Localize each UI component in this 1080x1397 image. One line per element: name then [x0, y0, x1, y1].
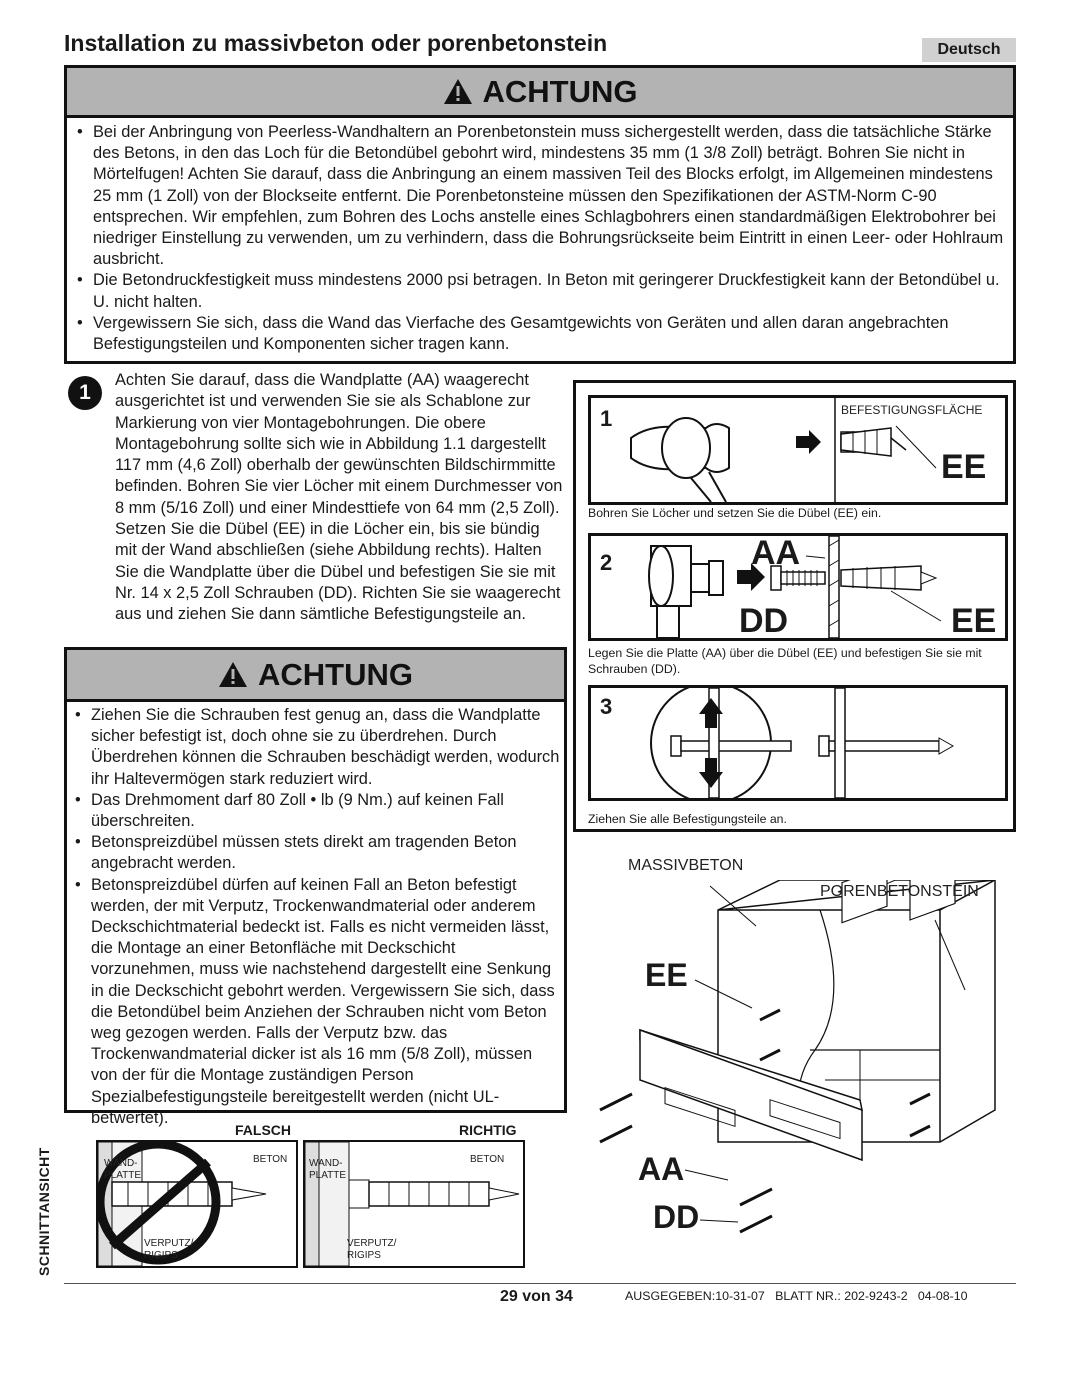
- warning-box-top: ACHTUNG Bei der Anbringung von Peerless-…: [64, 65, 1016, 364]
- warning-box-low: ACHTUNG Ziehen Sie die Schrauben fest ge…: [64, 647, 567, 1127]
- concrete-block-label: PORENBETONSTEIN: [820, 883, 979, 900]
- list-item: Betonspreizdübel müssen stets direkt am …: [69, 832, 562, 874]
- section-view-label: SCHNITTANSICHT: [36, 1147, 52, 1276]
- issue-info: AUSGEGEBEN:10-31-07 BLATT NR.: 202-9243-…: [625, 1289, 968, 1303]
- tighten-bolt-icon: [650, 688, 955, 798]
- anchor-ee-label: EE: [645, 957, 688, 993]
- list-item: Das Drehmoment darf 80 Zoll • lb (9 Nm.)…: [69, 790, 562, 832]
- socket-wrench-icon: [648, 536, 942, 638]
- screw-dd-label: DD: [653, 1199, 700, 1235]
- figure-1: 1 BEFESTIGUNGSFLÄCHE EE: [588, 395, 1008, 505]
- figure-2-caption: Legen Sie die Platte (AA) über die Dübel…: [588, 646, 982, 676]
- warning-heading-top: ACHTUNG: [482, 73, 638, 109]
- figure-3-caption: Ziehen Sie alle Befestigungsteile an.: [588, 812, 787, 826]
- figure-number: 1: [600, 406, 613, 431]
- right-label: RICHTIG: [459, 1122, 517, 1138]
- figure-number: 2: [600, 550, 613, 575]
- plaster-label: VERPUTZ/ RIGIPS: [144, 1238, 194, 1261]
- footer-divider: [64, 1283, 1016, 1284]
- step-number: 1: [68, 376, 102, 410]
- warning-heading-low: ACHTUNG: [258, 656, 413, 692]
- concrete-label: BETON: [470, 1154, 505, 1165]
- wrong-section-drawing: [98, 1142, 267, 1266]
- list-item: Betonspreizdübel dürfen auf keinen Fall …: [69, 875, 562, 1129]
- page-number: 29 von 34: [500, 1288, 573, 1305]
- isometric-wall-drawing: [599, 880, 996, 1234]
- anchor-ee-label: EE: [941, 448, 987, 486]
- figure-1-caption: Bohren Sie Löcher und setzen Sie die Düb…: [588, 506, 882, 520]
- warning-triangle-icon: [219, 662, 247, 687]
- hammer-drill-icon: [630, 398, 937, 502]
- list-item: Die Betondruckfestigkeit muss mindestens…: [71, 270, 1009, 312]
- mounting-surface-label: BEFESTIGUNGSFLÄCHE: [841, 403, 983, 417]
- concrete-label: BETON: [253, 1154, 288, 1165]
- figure-2: 2: [588, 533, 1008, 641]
- list-item: Vergewissern Sie sich, dass die Wand das…: [71, 313, 1009, 355]
- language-tab: Deutsch: [922, 38, 1016, 62]
- right-section-panel: WAND-PLATTE BETON VERPUTZ/ RIGIPS: [303, 1140, 525, 1268]
- list-item: Bei der Anbringung von Peerless-Wandhalt…: [71, 122, 1009, 270]
- step-instructions: Achten Sie darauf, dass die Wandplatte (…: [115, 371, 563, 624]
- wall-plate-aa-label: AA: [751, 534, 801, 572]
- warning-list-top: Bei der Anbringung von Peerless-Wandhalt…: [67, 118, 1013, 355]
- warning-triangle-icon: [443, 79, 472, 104]
- plaster-label: VERPUTZ/ RIGIPS: [347, 1238, 397, 1261]
- right-section-drawing: [305, 1142, 520, 1266]
- screw-dd-label: DD: [739, 602, 789, 640]
- anchor-ee-label: EE: [951, 602, 997, 640]
- figure-panel: 1 BEFESTIGUNGSFLÄCHE EE Bohren Sie Löche…: [573, 380, 1016, 832]
- wall-plate-aa-label: AA: [638, 1151, 685, 1187]
- list-item: Ziehen Sie die Schrauben fest genug an, …: [69, 705, 562, 790]
- warning-header-top: ACHTUNG: [67, 68, 1013, 118]
- figure-number: 3: [600, 694, 613, 719]
- page-title: Installation zu massivbeton oder porenbe…: [64, 30, 608, 56]
- wrong-section-panel: WAND-PLATTE BETON VERPUTZ/ RIGIPS: [96, 1140, 298, 1268]
- solid-concrete-label: MASSIVBETON: [628, 857, 744, 874]
- warning-header-low: ACHTUNG: [67, 650, 564, 702]
- wall-plate-label: WAND-PLATTE: [104, 1158, 142, 1181]
- wrong-label: FALSCH: [235, 1122, 291, 1138]
- wall-plate-label: WAND-PLATTE: [309, 1158, 347, 1181]
- warning-list-low: Ziehen Sie die Schrauben fest genug an, …: [67, 702, 564, 1129]
- figure-3: 3: [588, 685, 1008, 801]
